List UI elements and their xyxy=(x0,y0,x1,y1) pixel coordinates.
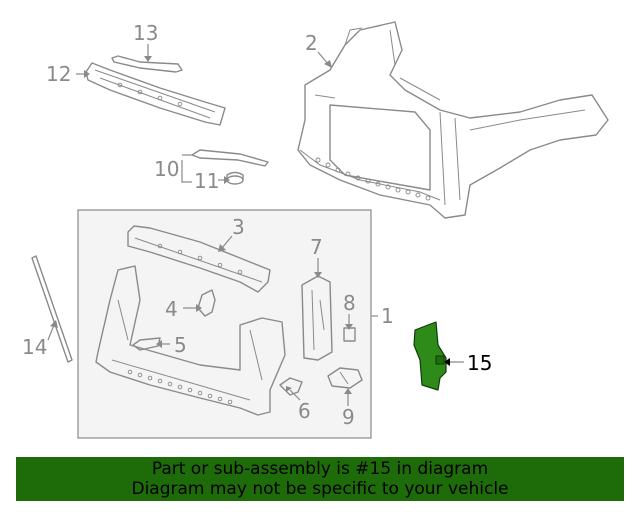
part-lower-radiator-support xyxy=(95,265,286,416)
callout-9: 9 xyxy=(342,405,355,429)
callout-7: 7 xyxy=(310,235,323,259)
callout-14: 14 xyxy=(22,335,47,359)
part-3-upper-tie-bar xyxy=(127,225,271,293)
callout-2: 2 xyxy=(305,31,318,55)
part-6-bracket xyxy=(279,377,303,396)
callout-1: 1 xyxy=(381,304,394,328)
callout-10: 10 xyxy=(154,157,179,181)
parts-diagram: 1 2 3 4 5 6 7 8 9 10 11 12 13 14 15 xyxy=(22,21,609,439)
callout-13: 13 xyxy=(133,21,158,45)
part-15-bracket-highlighted xyxy=(413,321,447,391)
callout-8: 8 xyxy=(343,291,356,315)
part-10-bracket xyxy=(191,149,269,167)
part-11-grommet xyxy=(226,171,244,185)
sub-assembly-box xyxy=(77,209,372,439)
part-2-radiator-support xyxy=(297,21,609,219)
callout-15: 15 xyxy=(467,351,492,375)
part-13-rod xyxy=(111,55,183,73)
callout-11: 11 xyxy=(194,169,219,193)
callout-6: 6 xyxy=(298,399,311,423)
callout-4: 4 xyxy=(165,297,178,321)
callout-12: 12 xyxy=(46,62,71,86)
footer-banner: Part or sub-assembly is #15 in diagram D… xyxy=(16,457,624,501)
leader-lines xyxy=(47,44,464,406)
callout-5: 5 xyxy=(174,333,187,357)
part-9-latch xyxy=(327,367,363,389)
footer-line-2: Diagram may not be specific to your vehi… xyxy=(131,479,509,499)
callout-3: 3 xyxy=(232,215,245,239)
footer-line-1: Part or sub-assembly is #15 in diagram xyxy=(151,459,489,479)
part-12-upper-tie-bar xyxy=(85,62,226,126)
